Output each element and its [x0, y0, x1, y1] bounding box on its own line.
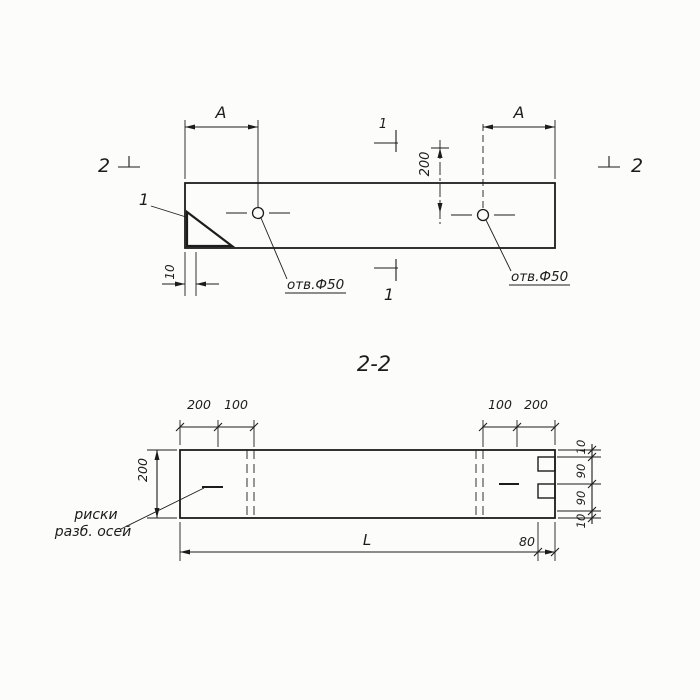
dim-top-left-200-label: 200	[187, 397, 211, 412]
dim-length: L	[179, 522, 556, 561]
dim-10-plate: 10	[162, 252, 219, 296]
section-1-mark-bottom: 1	[374, 259, 398, 304]
section-1-mark-top: 1	[374, 117, 398, 152]
dim-a-right-label: A	[513, 103, 525, 122]
hole-left-label: отв.Ф50	[287, 277, 344, 293]
dim-left-200-label: 200	[135, 458, 150, 482]
section-title: 2-2	[357, 352, 391, 376]
dim-200-vertical-label: 200	[418, 152, 433, 177]
dim-right-vertical: 10 90 90 10	[557, 440, 601, 529]
axis-marks-label-line1: риски	[73, 507, 117, 523]
section-outline	[179, 449, 556, 519]
edge-notch-upper	[537, 456, 556, 472]
dim-top-left: 200 100	[175, 397, 259, 447]
section1-top-label: 1	[379, 117, 387, 132]
section-2-mark-left: 2	[98, 155, 140, 177]
hole-right-circle	[476, 208, 490, 222]
dim-200-vertical: 200	[418, 140, 449, 224]
section2-left-label: 2	[98, 155, 110, 177]
dim-top-right-200-label: 200	[524, 397, 548, 412]
section2-right-label: 2	[631, 155, 643, 177]
hole-left-circle	[251, 206, 265, 220]
dim-left-200: 200	[135, 449, 177, 519]
dim-right-10-top-label: 10	[574, 440, 588, 455]
beam-outline	[184, 182, 556, 249]
dim-right-90-lower-label: 90	[574, 491, 588, 506]
dim-80: 80	[519, 522, 560, 561]
hole-right-leader	[485, 219, 512, 272]
hole-left-leader	[260, 217, 288, 280]
dim-top-right: 100 200	[478, 397, 560, 447]
axis-marks-leader	[120, 487, 205, 530]
section1-bottom-label: 1	[384, 285, 394, 304]
dim-10-label: 10	[163, 264, 177, 280]
axis-marks-annotation: риски разб. осей	[54, 487, 205, 540]
detail-callout-label: 1	[139, 190, 149, 209]
axis-marks-label-line2: разб. осей	[54, 524, 131, 540]
section-2-mark-right: 2	[598, 155, 643, 177]
dim-right-10-bottom-label: 10	[574, 514, 588, 529]
dim-length-label: L	[363, 531, 371, 549]
hole-left: отв.Ф50	[226, 206, 346, 294]
dim-right-90-upper-label: 90	[574, 464, 588, 479]
section-view: 200 100 100 200 10	[54, 397, 601, 561]
hole-right-label: отв.Ф50	[511, 269, 568, 285]
dim-top-right-100-label: 100	[488, 397, 512, 412]
dim-top-left-100-label: 100	[224, 397, 248, 412]
hidden-axis-lines	[246, 450, 484, 518]
top-view: 1 A A 2 2	[98, 103, 643, 304]
hole-right: отв.Ф50	[451, 208, 570, 286]
dim-80-label: 80	[519, 534, 535, 549]
callout-leader	[150, 205, 187, 218]
dim-a-left-label: A	[215, 103, 227, 122]
corner-triangle-detail	[185, 209, 236, 248]
dim-a-left: A	[184, 103, 259, 207]
edge-notch-lower	[537, 483, 556, 499]
dim-a-right: A	[482, 103, 556, 208]
